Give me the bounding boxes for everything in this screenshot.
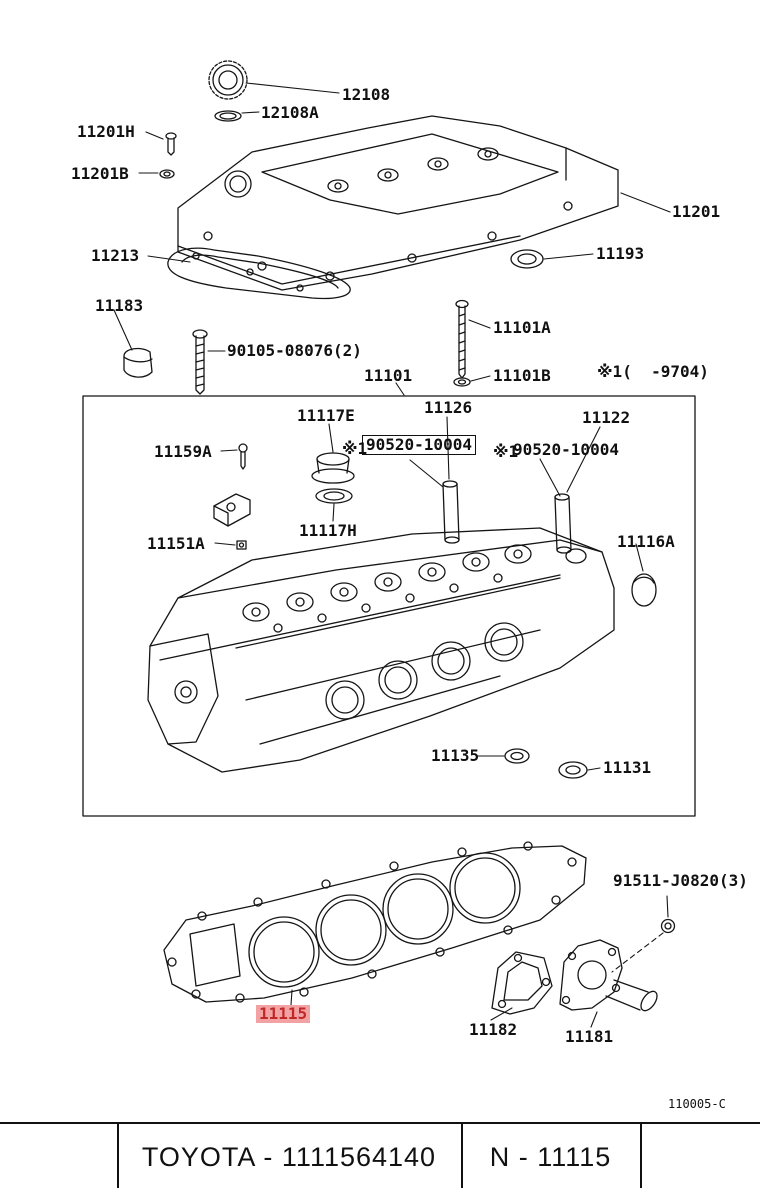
part-label-11131: 11131 [603,758,652,777]
part-label-11181: 11181 [565,1027,614,1046]
head-bolt-2-art [453,299,471,387]
part-label-90520-10004-b: 90520-10004 [513,440,619,459]
stud-nut-art [660,918,676,934]
part-label-11101: 11101 [364,366,413,385]
cover-bolt-art [159,132,177,179]
part-label-11116a: 11116A [617,532,675,551]
part-label-91511-j0820: 91511-J0820(3) [613,871,748,890]
head-gasket-art [163,841,587,1003]
part-label-11135: 11135 [431,746,480,765]
part-label-11159a: 11159A [154,442,212,461]
water-outlet-art [559,939,658,1012]
outlet-gasket-art [491,951,553,1015]
leader-lines [113,82,671,1028]
footer-divider [640,1124,642,1188]
footer-n-number: N - 11115 [489,1141,612,1172]
small-seals-art [504,748,588,779]
part-label-90105-08076: 90105-08076(2) [227,341,362,360]
part-label-note1-b: ※1 [493,442,519,461]
part-label-11213: 11213 [91,246,140,265]
part-label-note1-a: ※1 [342,439,368,458]
valve-cover-art [177,115,619,291]
cylinder-head-art [147,527,615,773]
oil-filler-cap-art [208,60,248,122]
diagram-code: 110005-C [668,1097,726,1111]
footer-bar: TOYOTA - 1111564140 N - 11115 [0,1122,760,1188]
part-label-11117e: 11117E [297,406,355,425]
part-label-11101b: 11101B [493,366,551,385]
plug-11116a-art [631,573,657,607]
part-label-11201: 11201 [672,202,721,221]
part-label-11183: 11183 [95,296,144,315]
cap-11183-art [123,347,153,378]
footer-divider [461,1124,463,1188]
part-label-12108: 12108 [342,85,391,104]
part-label-11117h: 11117H [299,521,357,540]
part-label-11193: 11193 [596,244,645,263]
part-label-12108a: 12108A [261,103,319,122]
valve-cover-gasket-art [167,247,351,300]
assembly-frame-box [82,395,696,817]
bracket-art [213,443,251,550]
part-label-11151a: 11151A [147,534,205,553]
part-label-11115: 11115 [256,1005,311,1023]
footer-divider [117,1124,119,1188]
part-label-note-9704: ※1( -9704) [597,362,709,381]
tube-seal-art [311,452,355,504]
part-label-11126: 11126 [424,398,473,417]
part-label-11122: 11122 [582,408,631,427]
seal-11193-art [510,249,544,269]
head-bolt-art [192,329,208,395]
part-label-11101a: 11101A [493,318,551,337]
part-label-11201b: 11201B [71,164,129,183]
part-label-11182: 11182 [469,1020,518,1039]
part-label-90520-10004-a: 90520-10004 [362,435,476,455]
part-label-11201h: 11201H [77,122,135,141]
footer-part-number: TOYOTA - 1111564140 [141,1141,437,1172]
